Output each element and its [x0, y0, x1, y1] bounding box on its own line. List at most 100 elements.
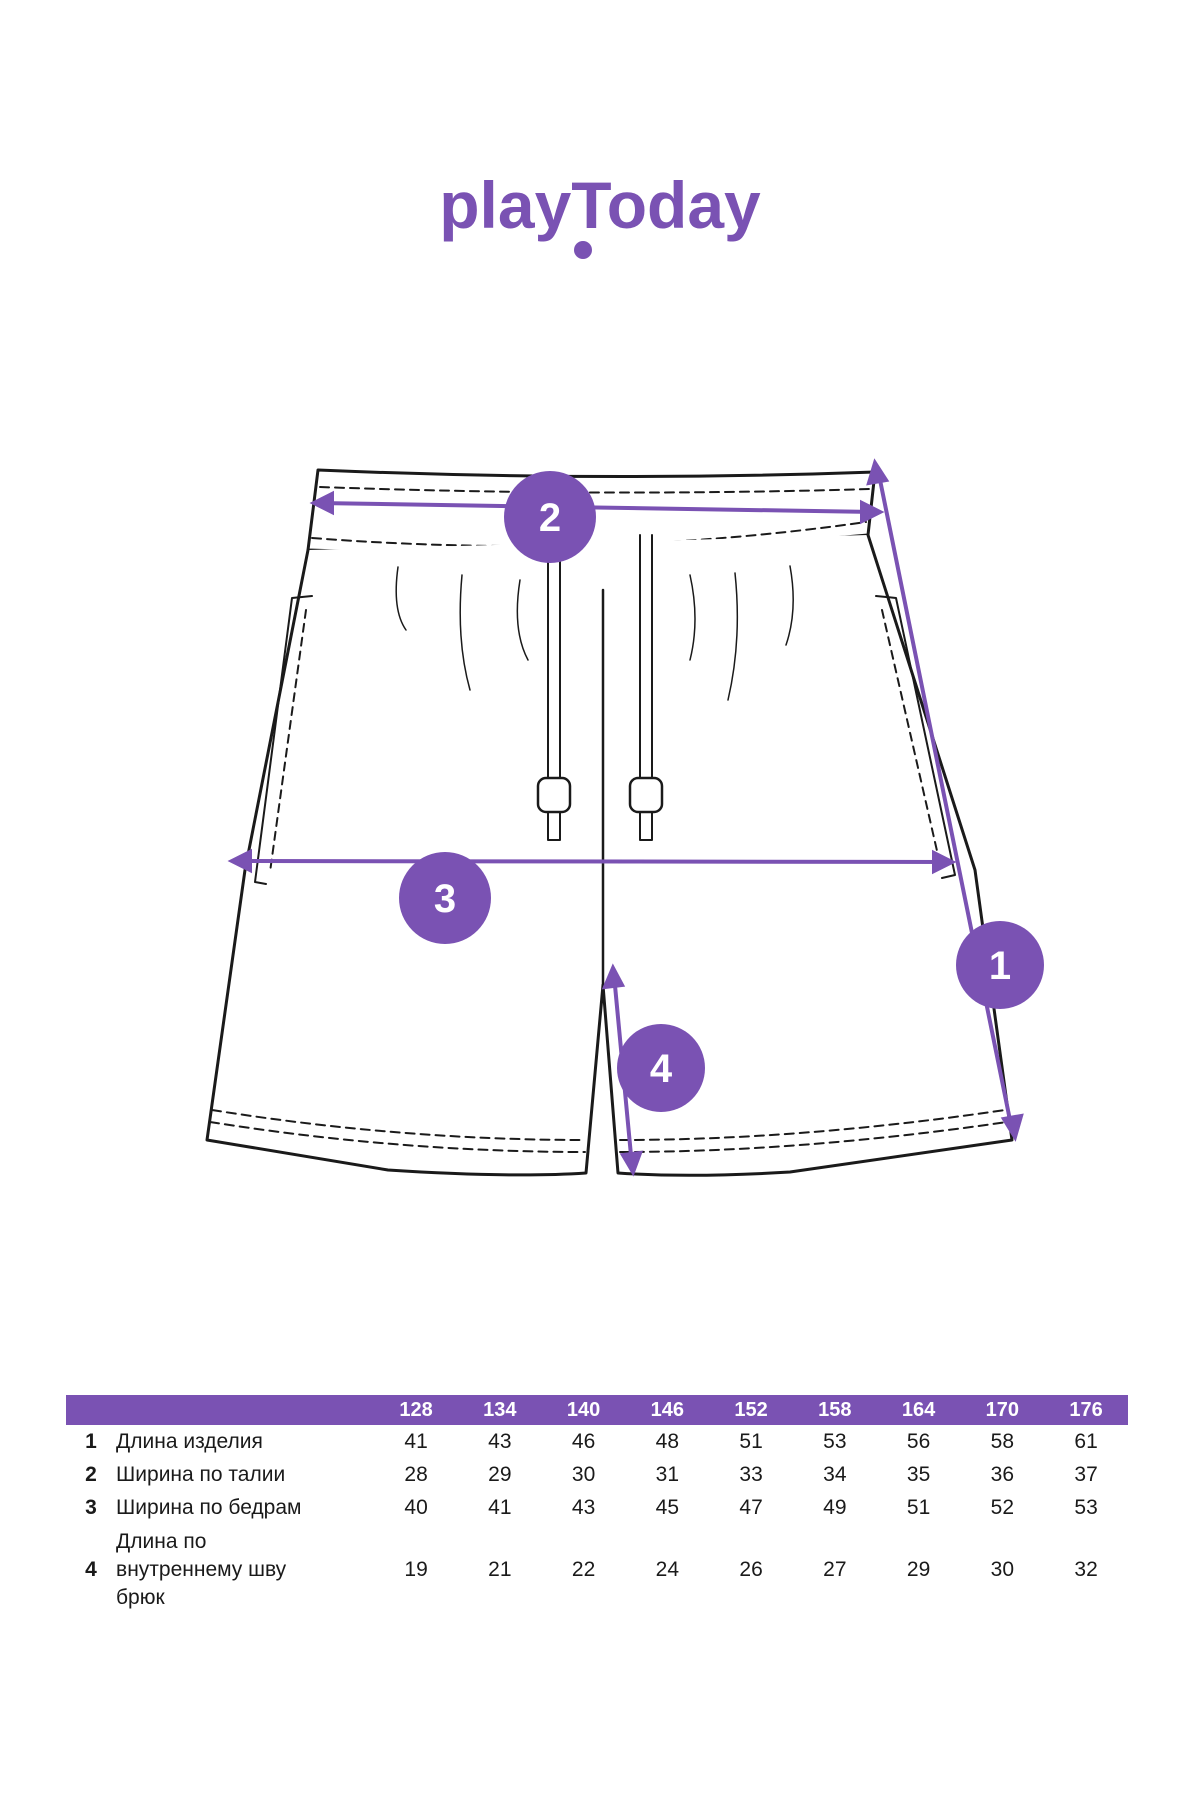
- table-cell: 61: [1074, 1429, 1098, 1453]
- playtoday-logo: playToday: [439, 168, 761, 259]
- measurement-label: Длина изделия: [116, 1425, 374, 1458]
- table-cell: 21: [488, 1558, 512, 1581]
- measurement-label-line: брюк: [116, 1586, 165, 1609]
- waistband-stitch-bottom: [311, 521, 867, 548]
- table-cell: 28: [404, 1462, 428, 1486]
- marker-1-label: 1: [989, 944, 1011, 988]
- table-cell: 41: [488, 1495, 512, 1519]
- length-measure-line: [876, 468, 1014, 1132]
- table-cell: 45: [655, 1495, 680, 1519]
- size-header-cell: 152: [709, 1395, 793, 1425]
- table-cell: 53: [1074, 1495, 1098, 1519]
- left-pocket-stitch: [269, 609, 307, 873]
- table-cell: 46: [571, 1429, 596, 1453]
- measurement-label: Длина по внутреннему шву брюк: [116, 1524, 374, 1616]
- waist-arrow-left-icon: [309, 490, 334, 516]
- right-hem-stitch-2: [619, 1121, 1008, 1153]
- table-cell: 19: [404, 1558, 428, 1581]
- right-cord-stopper: [628, 776, 664, 814]
- table-cell: 30: [571, 1462, 596, 1486]
- right-pocket-stitch: [881, 609, 941, 865]
- measurement-number: 3: [85, 1495, 97, 1519]
- table-cell: 36: [990, 1462, 1015, 1486]
- measurement-label-line: Ширина по бедрам: [116, 1495, 302, 1519]
- left-pocket: [254, 595, 313, 885]
- table-cell: 52: [990, 1495, 1015, 1519]
- table-cell: 48: [655, 1429, 680, 1453]
- marker-badges: 2 3 1 4: [399, 471, 1044, 1112]
- left-hem-stitch-2: [209, 1121, 586, 1153]
- measurement-label-line: Длина изделия: [116, 1429, 263, 1453]
- marker-4-label: 4: [650, 1047, 673, 1091]
- waist-measure-line: [316, 501, 877, 514]
- table-cell: 27: [823, 1558, 847, 1581]
- right-drawstring: [639, 534, 653, 791]
- table-cell: 29: [906, 1558, 931, 1581]
- left-drawstring: [547, 554, 561, 791]
- measurement-label-line: внутреннему шву: [116, 1558, 287, 1581]
- marker-3-badge: 3: [399, 852, 491, 944]
- table-cell: 49: [823, 1495, 847, 1519]
- header-blank-num: [66, 1395, 117, 1425]
- size-header-cell: 158: [792, 1395, 877, 1425]
- marker-1-badge: 1: [956, 921, 1044, 1009]
- waistband-stitch-top: [319, 486, 871, 494]
- measurement-number: 1: [85, 1429, 97, 1453]
- marker-4-badge: 4: [617, 1024, 705, 1112]
- table-cell: 26: [739, 1558, 763, 1581]
- measurement-label: Ширина по талии: [116, 1458, 374, 1491]
- table-cell: 34: [823, 1462, 847, 1486]
- table-cell: 24: [655, 1558, 680, 1581]
- hip-arrow-right-icon: [932, 849, 957, 875]
- hip-measure-line: [234, 859, 950, 864]
- measurement-number: 4: [85, 1558, 97, 1581]
- right-hem-stitch-1: [619, 1109, 1006, 1141]
- table-cell: 35: [906, 1462, 931, 1486]
- table-cell: 32: [1074, 1558, 1098, 1581]
- table-cell: 51: [906, 1495, 931, 1519]
- marker-2-label: 2: [539, 496, 561, 540]
- logo-text-play: play: [439, 168, 571, 242]
- size-header-cell: 128: [374, 1395, 458, 1425]
- table-cell: 40: [404, 1495, 428, 1519]
- size-header-cell: 134: [457, 1395, 542, 1425]
- shorts-drawing: [205, 468, 1014, 1177]
- marker-3-label: 3: [434, 877, 456, 921]
- measurement-label-line: Длина по: [116, 1530, 207, 1553]
- length-arrow-bottom-icon: [1000, 1113, 1024, 1142]
- table-cell: 47: [739, 1495, 763, 1519]
- table-cell: 30: [990, 1558, 1015, 1581]
- table-cell: 31: [655, 1462, 680, 1486]
- right-pocket: [875, 595, 956, 879]
- length-arrow-top-icon: [866, 458, 890, 486]
- table-row: 3 Ширина по бедрам 40 41 43 45 47 49 51 52 53: [66, 1491, 1128, 1524]
- hip-arrow-left-icon: [227, 848, 252, 874]
- table-cell: 37: [1074, 1462, 1098, 1486]
- table-cell: 29: [488, 1462, 512, 1486]
- table-cell: 53: [823, 1429, 847, 1453]
- logo-text-today: Today: [571, 168, 761, 242]
- size-header-cell: 170: [960, 1395, 1045, 1425]
- logo-text: playToday: [439, 168, 761, 242]
- measurement-lines: [227, 458, 1024, 1177]
- left-hem-stitch-1: [211, 1109, 586, 1141]
- size-header-cell: 146: [625, 1395, 710, 1425]
- inseam-arrow-bottom-icon: [619, 1150, 644, 1177]
- table-cell: 51: [739, 1429, 763, 1453]
- logo-dot-icon: [574, 241, 592, 259]
- table-cell: 41: [404, 1429, 428, 1453]
- header-blank-label: [116, 1395, 375, 1425]
- table-cell: 56: [906, 1429, 931, 1453]
- table-cell: 43: [571, 1495, 596, 1519]
- inseam-arrow-top-icon: [601, 963, 626, 990]
- size-header-cell: 164: [876, 1395, 961, 1425]
- shorts-outline: [205, 533, 1014, 1177]
- waist-arrow-right-icon: [860, 499, 885, 525]
